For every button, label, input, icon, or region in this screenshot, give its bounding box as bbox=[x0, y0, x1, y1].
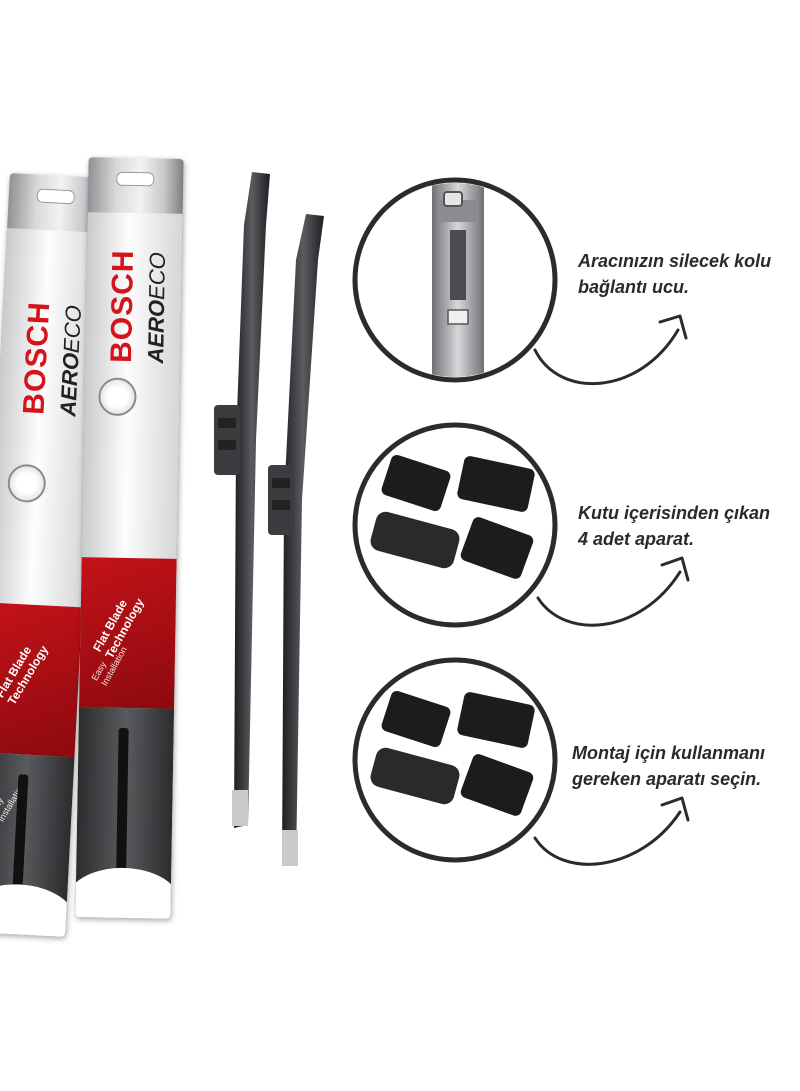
caption-choose-adapter: Montaj için kullanmanı gereken aparatı s… bbox=[572, 743, 766, 789]
callout-adapters-in-box bbox=[352, 422, 690, 628]
adapter-part bbox=[381, 691, 451, 747]
adapter-part bbox=[381, 455, 451, 511]
adapter-part bbox=[457, 692, 535, 748]
wiper-blade-short bbox=[268, 214, 324, 866]
adapter-part bbox=[460, 754, 534, 816]
blade-end-cap bbox=[232, 790, 248, 826]
blade-end-cap bbox=[282, 830, 298, 866]
arrow-icon bbox=[533, 328, 680, 386]
callout-choose-adapter bbox=[352, 657, 690, 866]
adapter-part bbox=[457, 456, 535, 512]
arrow-icon bbox=[533, 810, 682, 866]
wiper-blade-long bbox=[214, 172, 270, 828]
callout-arm-connector bbox=[352, 177, 688, 386]
adapter-part bbox=[370, 747, 460, 805]
adapter-part bbox=[460, 517, 534, 579]
arrow-icon bbox=[536, 570, 682, 627]
caption-arm-connector: Aracınızın silecek kolu bağlantı ucu. bbox=[578, 251, 772, 297]
caption-adapters: Kutu içerisinden çıkan 4 adet aparat. bbox=[578, 503, 771, 549]
adapter-part bbox=[370, 511, 460, 569]
